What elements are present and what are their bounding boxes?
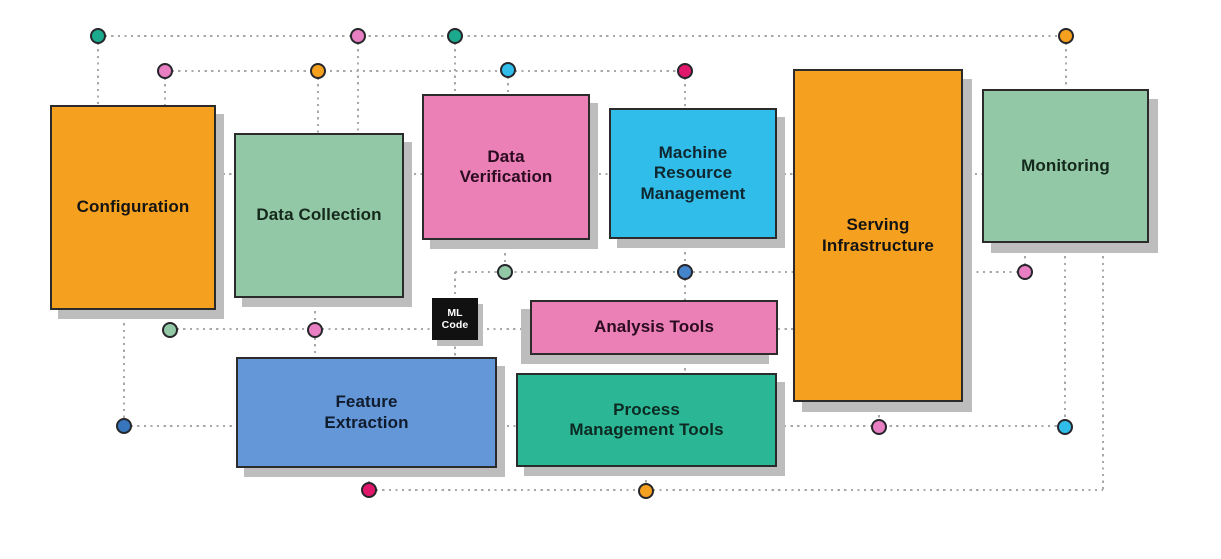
node-dot-lightgreen-11 xyxy=(162,322,178,338)
node-dot-orange-5 xyxy=(310,63,326,79)
connector-line-v-15 xyxy=(1065,36,1067,89)
connector-line-v-14 xyxy=(684,71,686,108)
connector-line-h-1 xyxy=(165,70,685,72)
connector-line-v-11 xyxy=(357,36,359,133)
node-dot-pink-4 xyxy=(157,63,173,79)
box-analysis-tools: Analysis Tools xyxy=(530,300,778,355)
box-label-line: Verification xyxy=(459,167,553,186)
box-label-line: Monitoring xyxy=(1021,155,1110,175)
box-label-data-collection: Data Collection xyxy=(256,205,381,225)
box-data-collection: Data Collection xyxy=(234,133,404,298)
box-configuration: Configuration xyxy=(50,105,216,310)
connector-line-v-28 xyxy=(1064,243,1066,427)
connector-line-h-2 xyxy=(216,173,982,175)
box-label-line: Configuration xyxy=(76,197,190,217)
box-label-line: Management xyxy=(640,183,746,203)
connector-line-v-25 xyxy=(645,467,647,491)
connector-line-h-5 xyxy=(778,328,793,330)
connector-line-v-20 xyxy=(454,340,456,357)
node-dot-teal-0 xyxy=(90,28,106,44)
connector-line-v-10 xyxy=(317,71,319,133)
node-dot-crimson-7 xyxy=(677,63,693,79)
connector-line-v-21 xyxy=(169,310,171,330)
connector-line-h-0 xyxy=(98,35,1066,37)
connector-line-v-29 xyxy=(1102,243,1104,490)
node-dot-cyan-6 xyxy=(500,62,516,78)
connector-line-v-26 xyxy=(878,402,880,427)
node-dot-pink-14 xyxy=(871,419,887,435)
connector-line-h-4 xyxy=(170,328,530,330)
connector-line-h-3 xyxy=(455,271,1017,273)
node-dot-orange-17 xyxy=(638,483,654,499)
box-label-monitoring: Monitoring xyxy=(1021,156,1110,176)
box-label-line: Analysis Tools xyxy=(593,317,715,337)
node-dot-pink-1 xyxy=(350,28,366,44)
box-label-line: Process xyxy=(613,399,680,419)
box-label-configuration: Configuration xyxy=(77,197,190,217)
connector-line-v-16 xyxy=(504,240,506,272)
node-dot-blue-13 xyxy=(116,418,132,434)
connector-line-v-9 xyxy=(164,71,166,105)
box-label-line: ML xyxy=(447,306,463,319)
box-label-line: Machine xyxy=(658,143,728,163)
box-label-line: Extraction xyxy=(324,412,409,432)
connector-line-v-24 xyxy=(368,468,370,490)
box-label-analysis-tools: Analysis Tools xyxy=(594,317,714,337)
box-label-line: Code xyxy=(441,319,469,331)
box-label-line: Data xyxy=(487,146,525,166)
connector-line-h-7 xyxy=(369,489,1103,491)
connector-line-v-23 xyxy=(123,310,125,426)
node-dot-lightgreen-8 xyxy=(497,264,513,280)
box-label-line: Management Tools xyxy=(569,420,724,439)
node-dot-cyan-15 xyxy=(1057,419,1073,435)
box-label-line: Data Collection xyxy=(256,205,382,225)
node-dot-blue-9 xyxy=(677,264,693,280)
box-monitoring: Monitoring xyxy=(982,89,1149,243)
node-dot-pink-12 xyxy=(307,322,323,338)
node-dot-crimson-16 xyxy=(361,482,377,498)
node-dot-teal-2 xyxy=(447,28,463,44)
connector-line-v-12 xyxy=(454,36,456,94)
box-label-line: Resource xyxy=(653,163,733,183)
connector-line-v-8 xyxy=(97,36,99,105)
node-dot-pink-10 xyxy=(1017,264,1033,280)
connector-line-v-13 xyxy=(507,70,509,94)
node-dot-orange-3 xyxy=(1058,28,1074,44)
connector-line-v-27 xyxy=(1024,243,1026,272)
box-label-line: Serving xyxy=(846,215,910,235)
connector-line-v-18 xyxy=(684,355,686,373)
box-label-line: Feature xyxy=(335,392,398,412)
connector-line-v-19 xyxy=(454,272,456,298)
box-label-line: Infrastructure xyxy=(822,235,934,255)
